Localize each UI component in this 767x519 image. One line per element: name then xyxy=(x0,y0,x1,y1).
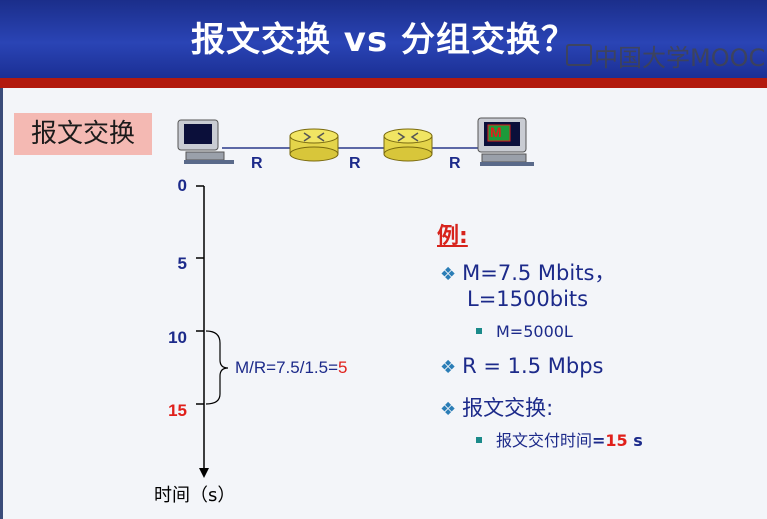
bullet-message-switching: ❖报文交换: xyxy=(440,392,553,422)
duration-formula: M/R=7.5/1.5=5 xyxy=(235,358,347,378)
delivery-time-unit: s xyxy=(627,431,643,450)
host-badge: M xyxy=(490,124,502,140)
link-label: R xyxy=(251,155,263,172)
bullet-text: 报文交换: xyxy=(462,396,554,420)
bullet-text: R = 1.5 Mbps xyxy=(462,354,604,378)
delivery-time-value: 15 xyxy=(605,431,628,450)
router-icon xyxy=(289,128,339,162)
bullet-rate: ❖R = 1.5 Mbps xyxy=(440,354,603,378)
example-title: 例: xyxy=(437,224,468,249)
section-badge: 报文交换 xyxy=(14,113,152,155)
mooc-logo-icon xyxy=(566,44,592,66)
router-icon xyxy=(383,128,433,162)
link-label: R xyxy=(349,155,361,172)
watermark-text: 中国大学MOOC xyxy=(594,44,766,72)
sub-bullet: M=5000L xyxy=(476,322,573,341)
bullet-continuation: L=1500bits xyxy=(467,287,589,311)
tick-label: 10 xyxy=(168,328,187,347)
left-edge-bar xyxy=(0,88,3,519)
diamond-bullet-icon: ❖ xyxy=(440,399,457,420)
sub-bullet: 报文交付时间=15 s xyxy=(476,427,643,451)
square-bullet-icon xyxy=(476,327,482,334)
duration-brace xyxy=(205,330,229,405)
time-axis-arrow-icon xyxy=(199,468,209,478)
square-bullet-icon xyxy=(476,436,482,443)
diamond-bullet-icon: ❖ xyxy=(440,264,457,285)
source-computer-icon xyxy=(177,119,234,164)
destination-computer-icon xyxy=(477,117,534,166)
bullet-message-size: ❖M=7.5 Mbits， xyxy=(440,257,615,287)
tick-label: 0 xyxy=(177,176,187,195)
tick-label: 15 xyxy=(168,401,187,420)
link-label: R xyxy=(449,155,461,172)
diamond-bullet-icon: ❖ xyxy=(440,357,457,378)
formula-result: 5 xyxy=(338,358,348,377)
tick-label: 5 xyxy=(177,254,187,273)
equals-sign: = xyxy=(592,431,606,450)
slide-title: 报文交换 vs 分组交换？ xyxy=(190,20,577,60)
time-axis-title: 时间（s） xyxy=(154,485,236,506)
formula-expression: M/R=7.5/1.5= xyxy=(235,358,339,377)
slide-header: 报文交换 vs 分组交换？ xyxy=(0,0,767,78)
sub-bullet-text: M=5000L xyxy=(496,322,573,341)
delivery-time-label: 报文交付时间 xyxy=(496,431,593,450)
bullet-text: M=7.5 Mbits， xyxy=(462,261,616,285)
header-divider xyxy=(0,78,767,88)
